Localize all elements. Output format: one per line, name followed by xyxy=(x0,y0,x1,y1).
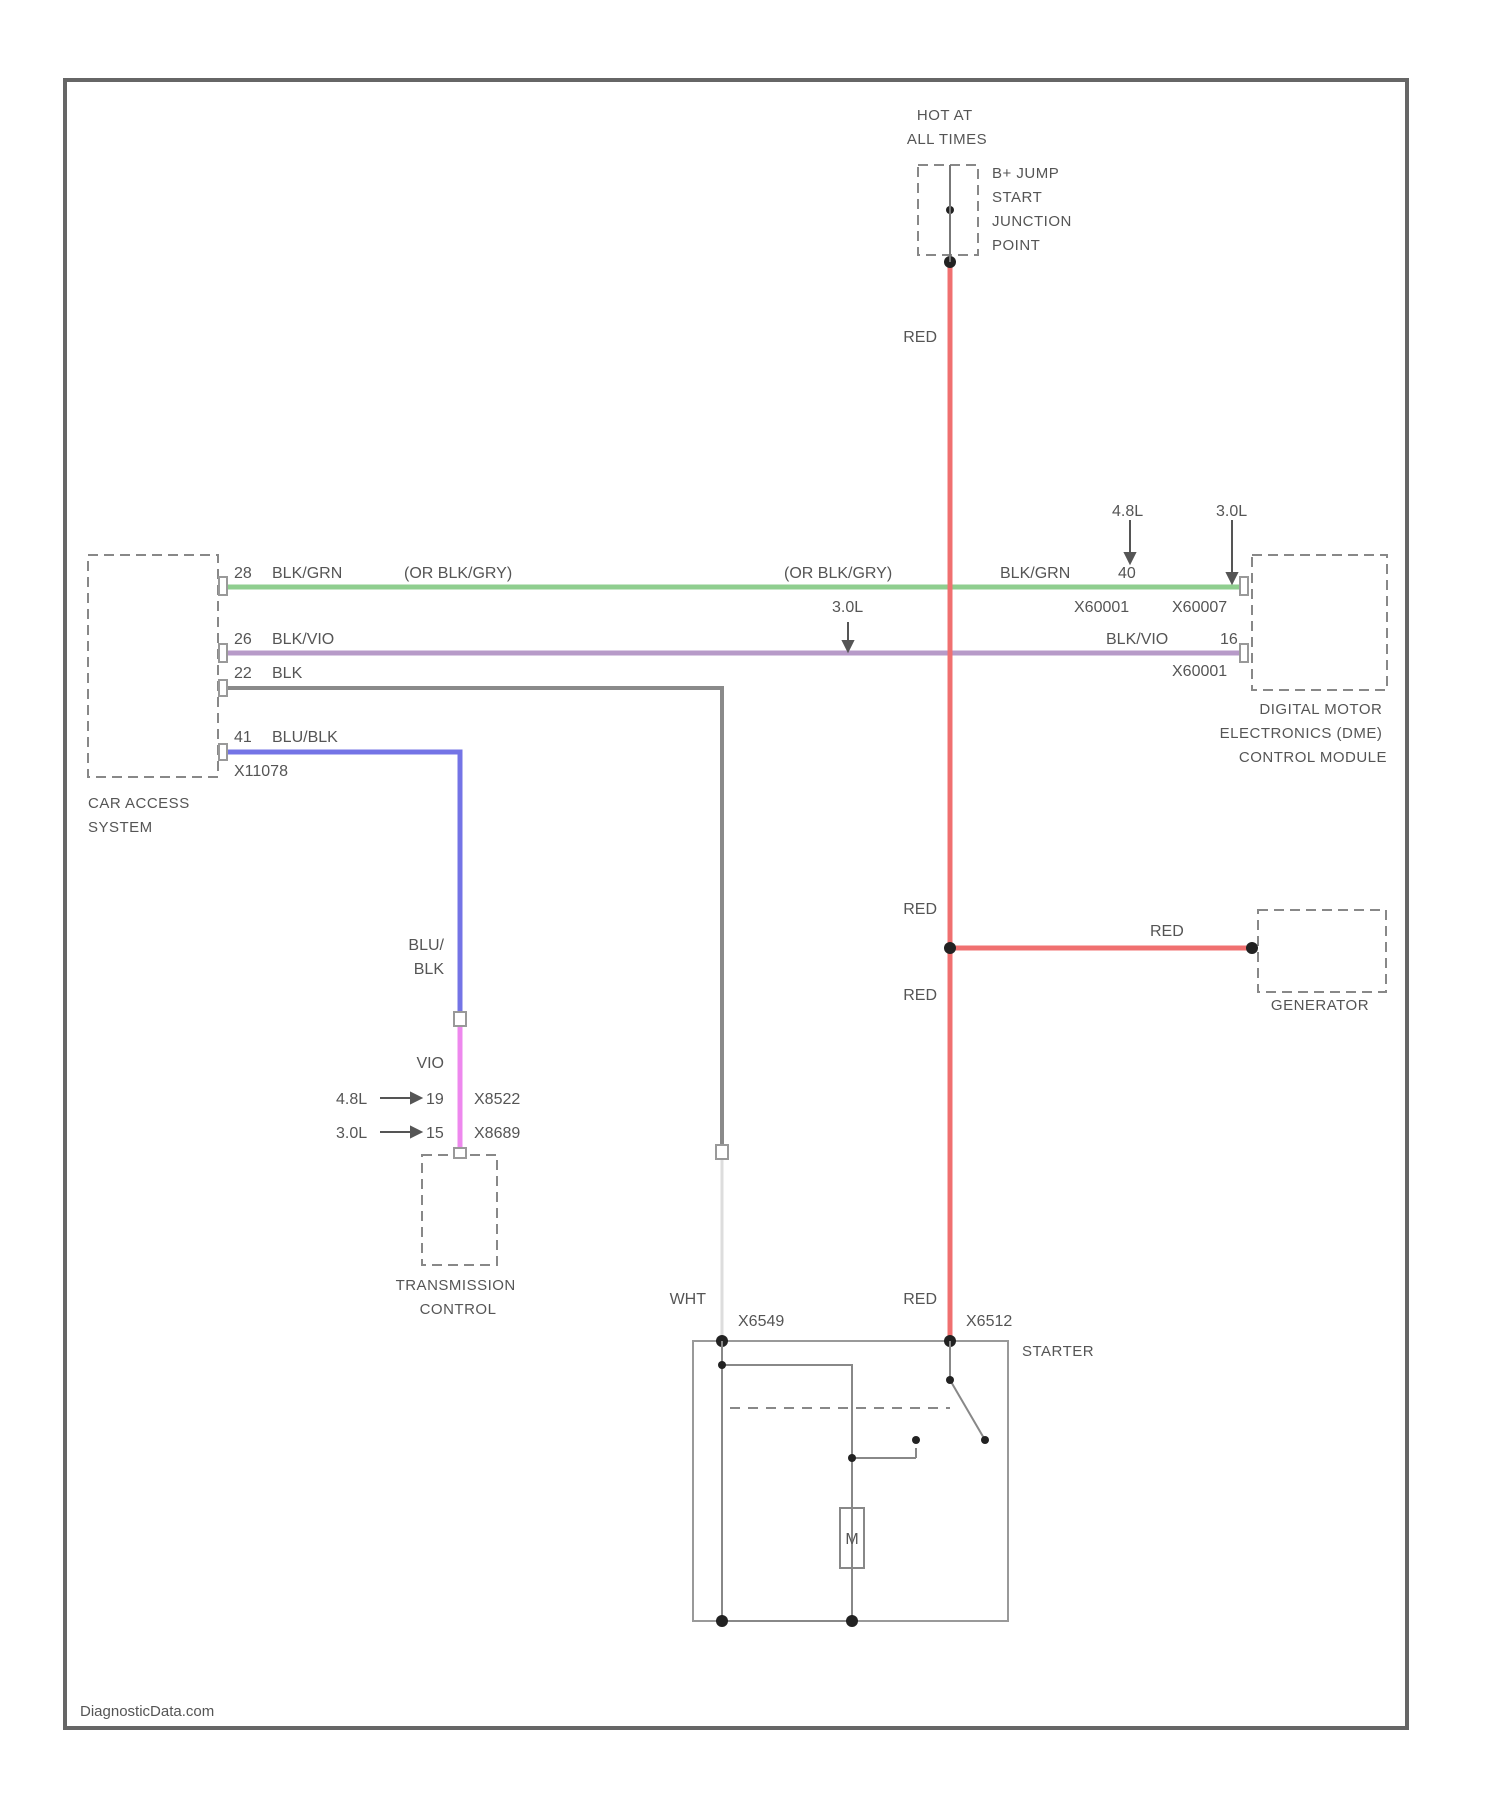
wire-label-red-1: RED xyxy=(903,329,937,346)
wire-label-or-blk-gry-2: (OR BLK/GRY) xyxy=(784,565,892,582)
wire-label-red-4: RED xyxy=(903,1291,937,1308)
dme-label: DIGITAL MOTOR ELECTRONICS (DME) CONTROL … xyxy=(1220,701,1387,766)
wire-label-blk-grn-right: BLK/GRN xyxy=(1000,565,1070,582)
wire-label-vio: VIO xyxy=(416,1055,444,1072)
wire-label-red-3: RED xyxy=(903,987,937,1004)
motor-symbol: M xyxy=(845,1531,858,1548)
car-access-system-box xyxy=(88,555,218,777)
connector-x11078: X11078 xyxy=(234,763,288,780)
engine-4-8l-tc: 4.8L xyxy=(336,1091,367,1108)
engine-3-0l-right: 3.0L xyxy=(1216,503,1247,520)
starter-internals xyxy=(722,1341,985,1621)
wire-blk xyxy=(225,688,722,1148)
connector-terminals xyxy=(219,577,1248,1159)
connector-x60001-a: X60001 xyxy=(1074,599,1129,616)
pin-40: 40 xyxy=(1118,565,1136,582)
footer-watermark: DiagnosticData.com xyxy=(80,1703,214,1720)
generator-label: GENERATOR xyxy=(1271,997,1369,1014)
diagram-border xyxy=(65,80,1407,1728)
wire-label-blk-grn-left: BLK/GRN xyxy=(272,565,342,582)
hot-at-all-times-label: HOT AT ALL TIMES xyxy=(907,107,987,148)
connector-x60001-b: X60001 xyxy=(1172,663,1227,680)
dme-control-module-box xyxy=(1252,555,1387,690)
starter-box xyxy=(693,1341,1008,1621)
engine-3-0l-tc: 3.0L xyxy=(336,1125,367,1142)
pin-26: 26 xyxy=(234,631,252,648)
wire-label-blu: BLU/ xyxy=(408,937,444,954)
wire-label-or-blk-gry-1: (OR BLK/GRY) xyxy=(404,565,512,582)
connector-x60007: X60007 xyxy=(1172,599,1227,616)
wire-label-wht: WHT xyxy=(670,1291,707,1308)
wire-label-blk: BLK xyxy=(272,665,303,682)
wire-label-blk-vio-right: BLK/VIO xyxy=(1106,631,1168,648)
transmission-control-box xyxy=(422,1155,497,1265)
engine-4-8l: 4.8L xyxy=(1112,503,1143,520)
jump-start-label: B+ JUMP START JUNCTION POINT xyxy=(992,165,1077,254)
wire-label-blu-blk: BLU/BLK xyxy=(272,729,338,746)
connector-x8522: X8522 xyxy=(474,1091,520,1108)
pin-28: 28 xyxy=(234,565,252,582)
pin-16: 16 xyxy=(1220,631,1238,648)
pin-41: 41 xyxy=(234,729,252,746)
wire-blu-blk xyxy=(225,752,460,1018)
engine-3-0l-mid: 3.0L xyxy=(832,599,863,616)
wire-label-blk-vio-left: BLK/VIO xyxy=(272,631,334,648)
transmission-control-label: TRANSMISSION CONTROL xyxy=(396,1277,521,1318)
connector-x6512: X6512 xyxy=(966,1313,1012,1330)
connector-x8689: X8689 xyxy=(474,1125,520,1142)
splice-dots xyxy=(716,206,1258,1347)
starter-label: STARTER xyxy=(1022,1343,1094,1360)
wire-label-blk-2: BLK xyxy=(414,961,445,978)
car-access-system-label: CAR ACCESS SYSTEM xyxy=(88,795,194,836)
generator-box xyxy=(1258,910,1386,992)
pin-15: 15 xyxy=(426,1125,444,1142)
wire-label-red-gen: RED xyxy=(1150,923,1184,940)
pin-22: 22 xyxy=(234,665,252,682)
pin-19: 19 xyxy=(426,1091,444,1108)
connector-x6549: X6549 xyxy=(738,1313,784,1330)
wire-label-red-2: RED xyxy=(903,901,937,918)
